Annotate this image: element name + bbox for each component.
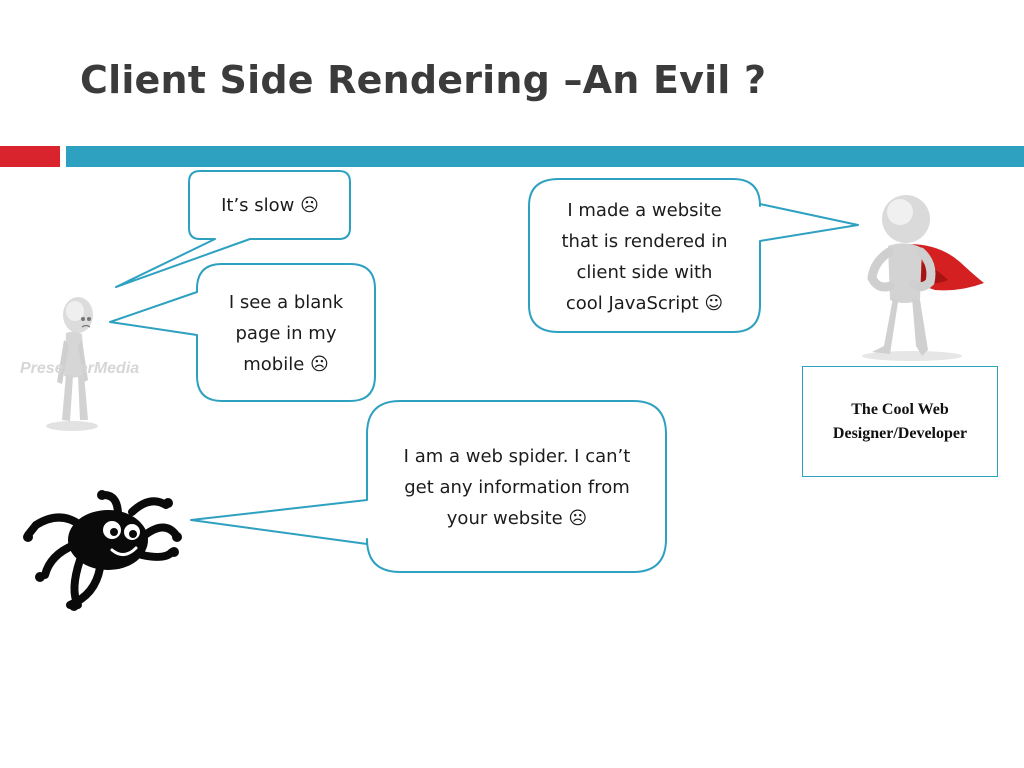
bubble-designer-line-1: I made a website: [567, 200, 722, 221]
bubble-slow-line: It’s slow ☹: [221, 195, 319, 216]
watermark-logo: PresenterMedia: [20, 360, 140, 377]
accent-bar-red: [0, 146, 60, 167]
bubble-blank-line-3: mobile ☹: [243, 354, 329, 375]
slide-title: Client Side Rendering –An Evil ?: [80, 58, 767, 102]
bubble-blank-line-1: I see a blank: [228, 292, 344, 313]
bubble-spider-line-2: get any information from: [404, 477, 630, 498]
accent-bar-teal: [66, 146, 1024, 167]
bubble-designer-line-2: that is rendered in: [561, 231, 728, 252]
designer-label-box: The Cool Web Designer/Developer: [802, 366, 998, 477]
bubble-blank-line-2: page in my: [235, 323, 337, 344]
bubble-text-designer: I made a website that is rendered in cli…: [531, 195, 758, 319]
bubble-designer-line-4: cool JavaScript ☺: [565, 293, 724, 314]
bubble-spider-line-3: your website ☹: [446, 508, 588, 529]
sad-figure-icon: [46, 297, 98, 431]
spider-icon: [23, 490, 182, 611]
bubble-text-spider: I am a web spider. I can’t get any infor…: [369, 441, 665, 534]
superhero-figure-icon: [862, 195, 984, 361]
bubble-text-slow: It’s slow ☹: [190, 190, 350, 221]
speech-bubble-spider: [190, 400, 667, 573]
bubble-designer-line-3: client side with: [576, 262, 713, 283]
speech-bubble-designer: [528, 178, 859, 333]
bubble-spider-line-1: I am a web spider. I can’t: [403, 446, 631, 467]
speech-bubble-slow: [115, 170, 351, 288]
speech-bubble-blank-page: [109, 263, 376, 402]
designer-label-line-1: The Cool Web: [851, 400, 949, 418]
bubble-text-blank-page: I see a blank page in my mobile ☹: [198, 287, 374, 380]
designer-label-line-2: Designer/Developer: [832, 424, 968, 442]
